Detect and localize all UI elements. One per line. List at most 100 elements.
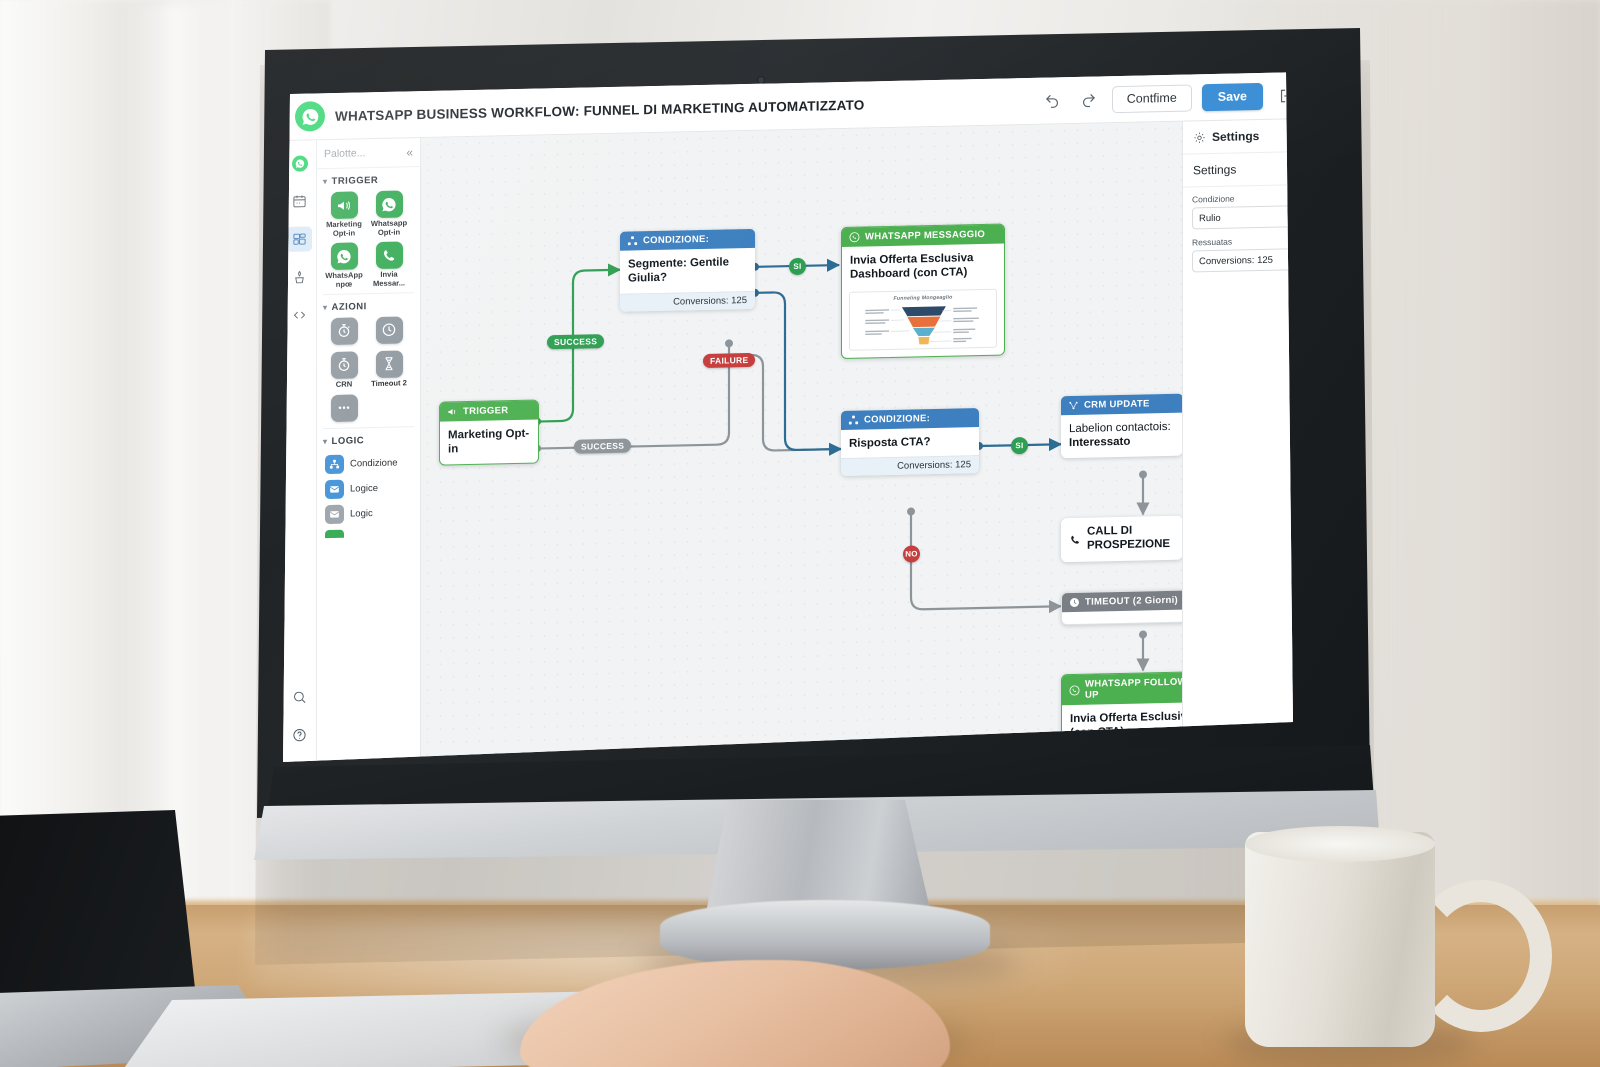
funnel-chart-thumbnail: Funneling Mongeaglio [849,288,997,351]
confirm-button[interactable]: Contfime [1111,83,1192,113]
node-header-label: WHATSAPP MESSAGGIO [865,228,986,243]
megaphone-icon [330,191,358,219]
node-header: CRM UPDATE [1061,393,1182,416]
save-button[interactable]: Save [1201,82,1263,111]
redo-icon[interactable] [1076,86,1102,113]
workflow-canvas[interactable]: TRIGGER Marketing Opt-in CONDIZIONE: Seg… [421,121,1182,762]
undo-icon[interactable] [1040,87,1066,114]
funnel-chart [865,305,979,345]
clock-icon [375,316,403,344]
palette-grid: Marketing Opt-in Whatsapp Opt-in [323,190,414,290]
node-condizione-2[interactable]: CONDIZIONE: Risposta CTA? Conversions: 1… [841,408,979,477]
condizione-select[interactable]: Rulio ▾ [1192,205,1293,230]
node-body: Marketing Opt-in [448,427,530,456]
rail-item-calendar[interactable] [287,188,312,214]
node-body-pre: Labelion contactois: [1069,420,1171,436]
workspace: Palotte... « ▾ TRIGGER [283,118,1293,762]
palette-item-whatsapp-npoe[interactable]: WhatsApp npœ [325,242,363,290]
phone-icon [375,241,403,270]
node-header-label: CRM UPDATE [1084,398,1150,411]
palette-item-label: Logic [350,507,373,520]
node-footer: Conversions: 125 [841,455,979,477]
palette-section-title: AZIONI [331,301,367,313]
node-header-label: CONDIZIONE: [864,413,931,426]
ellipsis-icon [330,393,358,422]
phone-icon [1071,535,1079,544]
app-header: WHATSAPP BUSINESS WORKFLOW: FUNNEL DI MA… [283,72,1293,141]
palette-item-crn[interactable]: CRN [325,351,363,390]
node-whatsapp-messaggio[interactable]: WHATSAPP MESSAGGIO Invia Offerta Esclusi… [841,223,1005,359]
palette-item-timeout-2[interactable]: Timeout 2 [370,350,408,389]
mug-rim [1245,826,1435,862]
node-timeout[interactable]: TIMEOUT (2 Giorni) [1061,589,1182,626]
node-body-strong: Interessato [1069,436,1131,450]
monitor-stand-neck [705,800,932,918]
settings-panel: Settings Settings ▲ Condizione Rulio ▾ R… [1182,118,1293,762]
node-body: Segmente: Gentile Giulia? [628,256,729,285]
palette-section-azioni: ▾ AZIONI [323,292,414,428]
palette-item-marketing-optin[interactable]: Marketing Opt-in [325,191,363,238]
settings-field-label: Condizione [1192,193,1235,205]
edge-label-success-green: SUCCESS [547,334,605,350]
chevron-double-left-icon[interactable]: « [406,145,413,160]
palette-item-invia-messaggio[interactable]: Invia Messar... [370,241,408,289]
palette-item-condizione[interactable]: Condizione [323,450,414,477]
coffee-mug [1245,832,1435,1047]
palette-search[interactable]: Palotte... « [317,138,420,170]
palette-body: ▾ TRIGGER Marketing Opt-in [317,167,420,762]
rail-item-templates[interactable] [287,264,312,290]
node-whatsapp-followup[interactable]: WHATSAPP FOLLOW-UP Invia Offerta Esclusi… [1061,671,1182,750]
palette-item-timer[interactable] [325,317,363,347]
rail-item-whatsapp[interactable] [287,150,312,176]
node-body: Labelion contactois: Interessato [1061,413,1182,458]
whatsapp-icon [330,242,358,271]
palette-item-label: Whatsapp Opt-in [370,218,408,237]
chevron-down-icon: ▾ [323,436,328,446]
node-footer: Conversions: 125 [620,290,755,312]
settings-section-toggle[interactable]: Settings ▲ [1183,151,1293,188]
edge-label-failure: FAILURE [703,352,756,368]
node-crm-update[interactable]: CRM UPDATE Labelion contactois: Interess… [1061,393,1182,459]
settings-field-label: Ressuatas [1192,236,1233,248]
search-icon[interactable] [287,684,312,710]
palette-section-header[interactable]: ▾ AZIONI [323,300,414,313]
hourglass-icon [375,350,403,378]
node-header-label: TRIGGER [463,405,509,418]
node-header-label: WHATSAPP FOLLOW-UP [1085,676,1182,701]
sitemap-icon [627,236,638,246]
node-trigger[interactable]: TRIGGER Marketing Opt-in [439,399,539,466]
settings-header-label: Settings [1212,129,1260,145]
sitemap-icon [848,415,859,425]
node-condizione-1[interactable]: CONDIZIONE: Segmente: Gentile Giulia? Co… [620,228,755,312]
node-call-prospezione[interactable]: CALL DI PROSPEZIONE [1061,515,1182,562]
whatsapp-icon [295,101,325,132]
settings-header: Settings [1183,118,1293,155]
palette-item-label: Marketing Opt-in [326,219,362,238]
rail-item-workflow[interactable] [287,226,312,252]
clock-icon [1070,597,1079,607]
sitemap-icon [325,454,344,474]
palette-item-logic[interactable]: Logic [323,500,414,527]
palette-section-header[interactable]: ▾ TRIGGER [323,174,414,187]
palette-section-header[interactable]: ▾ LOGIC [323,434,414,447]
timer-icon [330,317,358,345]
rail-item-code[interactable] [287,302,312,328]
whatsapp-icon [1069,684,1080,695]
palette-item-partial[interactable] [323,525,414,541]
palette-item-label: Logice [350,482,378,495]
node-header: WHATSAPP MESSAGGIO [842,224,1004,247]
palette-section-title: LOGIC [331,434,365,447]
palette-item-whatsapp-optin[interactable]: Whatsapp Opt-in [370,190,408,237]
help-circle-icon[interactable] [287,722,312,748]
palette-item-label: WhatsApp npœ [325,270,363,290]
node-body: CALL DI PROSPEZIONE [1087,524,1171,552]
palette-search-placeholder: Palotte... [324,147,366,161]
palette-item-more[interactable] [325,393,363,424]
palette-item-label: CRN [335,379,353,389]
palette-item-logice[interactable]: Logice [323,475,414,502]
palette-item-clock[interactable] [370,316,408,346]
ressuatas-select[interactable]: Conversions: 125 ▾ [1192,248,1293,273]
chevron-down-icon: ▾ [323,302,328,313]
node-header: TIMEOUT (2 Giorni) [1062,590,1182,613]
